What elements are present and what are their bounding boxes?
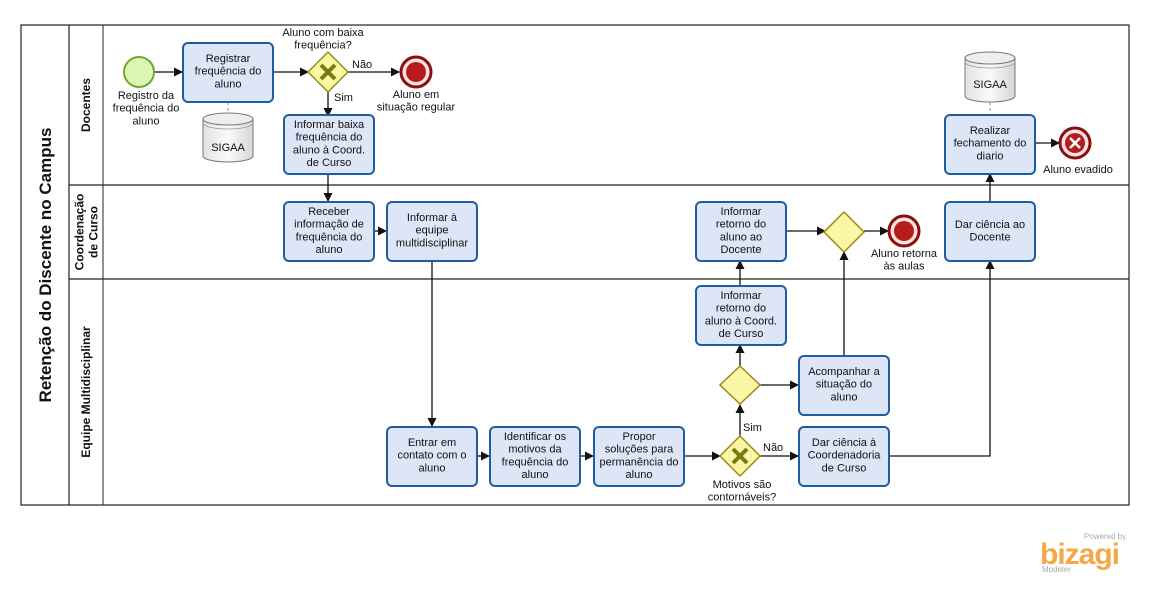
flow-ciencia-coord-ciencia-docente	[889, 260, 995, 457]
lane-title-docentes: Docentes	[79, 78, 93, 132]
brand-name: bizagi	[1040, 538, 1120, 571]
data-store-sigaa-1[interactable]: SIGAA	[202, 112, 254, 163]
gateway-join[interactable]	[822, 210, 866, 254]
flow-label-nao-1: Não	[352, 59, 372, 71]
brand-sub: Modeler	[1042, 565, 1071, 574]
end-event-evadido[interactable]	[1058, 126, 1092, 160]
lane-title-coordenacao: Coordenaçãode Curso	[73, 194, 101, 271]
gateway-baixa-frequencia[interactable]	[306, 50, 350, 94]
data-store-sigaa-2-label: SIGAA	[973, 79, 1007, 91]
pool-title: Retenção do Discente no Campus	[36, 128, 55, 403]
pool: Retenção do Discente no Campus	[20, 24, 1130, 506]
flow-label-sim-1: Sim	[334, 92, 353, 104]
data-store-sigaa-2[interactable]: SIGAA	[964, 51, 1016, 103]
flow-label-sim-2: Sim	[743, 422, 762, 434]
data-store-sigaa-1-label: SIGAA	[211, 142, 245, 154]
flow-label-nao-2: Não	[763, 442, 783, 454]
bizagi-logo: Powered by bizagi Modeler	[1040, 532, 1130, 576]
gateway-parallel[interactable]	[718, 364, 762, 406]
sequence-flows	[154, 67, 1060, 461]
end-event-aulas[interactable]	[887, 214, 921, 248]
end-event-evadido-label: Aluno evadido	[1043, 164, 1113, 176]
lane-docentes: Docentes	[79, 78, 93, 132]
lane-title-equipe: Equipe Multidisciplinar	[79, 326, 93, 458]
exclusive-x-icon	[319, 63, 337, 81]
associations	[227, 102, 991, 114]
brand-powered: Powered by	[1084, 532, 1127, 541]
lane-coordenacao: Coordenaçãode Curso	[73, 194, 101, 271]
gateway-motivos[interactable]	[718, 434, 762, 478]
end-event-regular[interactable]	[399, 55, 433, 89]
cancel-icon	[1069, 137, 1081, 149]
exclusive-x-icon	[731, 447, 749, 465]
start-event[interactable]	[123, 56, 155, 88]
lane-equipe: Equipe Multidisciplinar	[79, 326, 93, 458]
